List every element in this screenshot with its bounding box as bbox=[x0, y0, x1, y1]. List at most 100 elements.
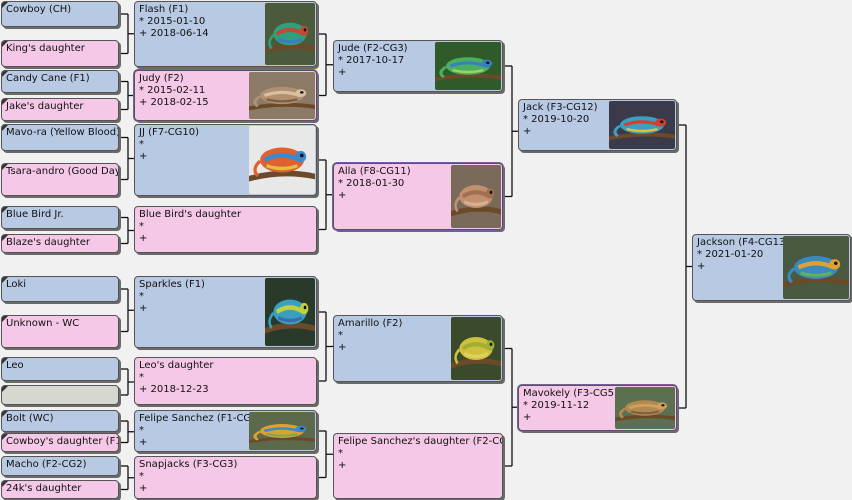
node-died: + bbox=[338, 190, 347, 201]
pedigree-node-cowboy[interactable]: Cowboy (CH) bbox=[1, 1, 119, 27]
node-name: Flash (F1) bbox=[139, 4, 189, 15]
pedigree-node-loki[interactable]: Loki bbox=[1, 276, 119, 302]
node-name: Leo's daughter bbox=[139, 360, 214, 371]
node-name: Candy Cane (F1) bbox=[6, 73, 90, 84]
pedigree-node-kings-daughter[interactable]: King's daughter bbox=[1, 40, 119, 67]
node-name: Alla (F8-CG11) bbox=[338, 166, 411, 177]
pedigree-node-flash[interactable]: Flash (F1)* 2015-01-10+ 2018-06-14 bbox=[134, 1, 317, 67]
node-born: * 2018-01-30 bbox=[338, 178, 405, 189]
pedigree-node-snapjacks[interactable]: Snapjacks (F3-CG3)*+ bbox=[134, 456, 317, 499]
node-died: + bbox=[523, 126, 532, 137]
pedigree-node-felipe-sanchez-daughter[interactable]: Felipe Sanchez's daughter (F2-CG4)*+ bbox=[333, 433, 503, 499]
node-name: 24k's daughter bbox=[6, 483, 82, 494]
chameleon-photo bbox=[451, 165, 501, 228]
node-born: * 2021-01-20 bbox=[697, 249, 764, 260]
corner-marker-icon bbox=[2, 207, 8, 213]
node-born: * bbox=[139, 221, 144, 232]
node-died: + bbox=[139, 303, 148, 314]
pedigree-node-candy-cane[interactable]: Candy Cane (F1) bbox=[1, 70, 119, 93]
corner-marker-icon bbox=[2, 2, 8, 8]
node-born: * 2019-11-12 bbox=[523, 400, 590, 411]
node-died: + 2018-06-14 bbox=[139, 28, 209, 39]
chameleon-photo bbox=[615, 387, 675, 429]
pedigree-node-amarillo[interactable]: Amarillo (F2)*+ bbox=[333, 315, 503, 382]
pedigree-node-leo[interactable]: Leo bbox=[1, 357, 119, 381]
pedigree-node-mavora[interactable]: Mavo-ra (Yellow Blood) bbox=[1, 124, 119, 151]
node-name: JJ (F7-CG10) bbox=[139, 127, 200, 138]
pedigree-node-macho[interactable]: Macho (F2-CG2) bbox=[1, 456, 119, 476]
chameleon-photo bbox=[451, 317, 501, 380]
node-name: Jackson (F4-CG13) bbox=[697, 237, 790, 248]
node-died: + bbox=[139, 151, 148, 162]
corner-marker-icon bbox=[2, 411, 8, 417]
pedigree-node-unknown-wc[interactable]: Unknown - WC bbox=[1, 315, 119, 348]
node-died: + 2018-02-15 bbox=[139, 97, 209, 108]
pedigree-node-leos-daughter[interactable]: Leo's daughter*+ 2018-12-23 bbox=[134, 357, 317, 405]
corner-marker-icon bbox=[2, 386, 8, 392]
chameleon-photo bbox=[265, 3, 315, 65]
node-died: + bbox=[338, 342, 347, 353]
corner-marker-icon bbox=[2, 164, 8, 170]
corner-marker-icon bbox=[2, 41, 8, 47]
node-born: * 2015-02-11 bbox=[139, 85, 206, 96]
pedigree-node-blue-bird-jr[interactable]: Blue Bird Jr. bbox=[1, 206, 119, 229]
node-died: + bbox=[139, 483, 148, 494]
pedigree-node-cowboys-daughter[interactable]: Cowboy's daughter (F1) bbox=[1, 433, 119, 452]
node-name: Macho (F2-CG2) bbox=[6, 459, 87, 470]
node-died: + bbox=[338, 460, 347, 471]
node-name: Loki bbox=[6, 279, 27, 290]
node-name: Cowboy's daughter (F1) bbox=[6, 436, 119, 447]
pedigree-node-blazes-daughter[interactable]: Blaze's daughter bbox=[1, 234, 119, 253]
pedigree-node-judy[interactable]: Judy (F2)* 2015-02-11+ 2018-02-15 bbox=[134, 70, 317, 121]
chameleon-photo bbox=[435, 42, 501, 90]
node-died: + bbox=[139, 437, 148, 448]
node-died: + bbox=[523, 412, 532, 423]
node-born: * bbox=[139, 372, 144, 383]
corner-marker-icon bbox=[2, 235, 8, 241]
node-born: * 2017-10-17 bbox=[338, 55, 405, 66]
corner-marker-icon bbox=[2, 316, 8, 322]
pedigree-node-jack[interactable]: Jack (F3-CG12)* 2019-10-20+ bbox=[518, 99, 677, 151]
node-name: Sparkles (F1) bbox=[139, 279, 205, 290]
pedigree-node-blue-birds-daughter[interactable]: Blue Bird's daughter*+ bbox=[134, 206, 317, 253]
node-born: * bbox=[139, 425, 144, 436]
node-died: + bbox=[697, 261, 706, 272]
node-born: * bbox=[139, 471, 144, 482]
node-name: Unknown - WC bbox=[6, 318, 80, 329]
pedigree-node-k24-daughter[interactable]: 24k's daughter bbox=[1, 480, 119, 499]
node-name: Mavokely (F3-CG5) bbox=[523, 388, 618, 399]
node-name: Felipe Sanchez's daughter (F2-CG4) bbox=[338, 436, 503, 447]
chameleon-photo bbox=[249, 126, 315, 194]
corner-marker-icon bbox=[2, 125, 8, 131]
chameleon-photo bbox=[609, 101, 675, 149]
corner-marker-icon bbox=[2, 71, 8, 77]
pedigree-node-jude[interactable]: Jude (F2-CG3)* 2017-10-17+ bbox=[333, 40, 503, 92]
pedigree-node-jakes-daughter[interactable]: Jake's daughter bbox=[1, 98, 119, 121]
chameleon-photo bbox=[249, 72, 315, 119]
node-name: Jude (F2-CG3) bbox=[338, 43, 408, 54]
pedigree-node-tsara-andro[interactable]: Tsara-andro (Good Day) bbox=[1, 163, 119, 196]
node-name: Leo bbox=[6, 360, 24, 371]
node-born: * bbox=[139, 139, 144, 150]
corner-marker-icon bbox=[2, 99, 8, 105]
pedigree-node-blank-dam[interactable] bbox=[1, 385, 119, 405]
node-born: * bbox=[338, 448, 343, 459]
pedigree-node-alla[interactable]: Alla (F8-CG11)* 2018-01-30+ bbox=[333, 163, 503, 230]
pedigree-node-sparkles[interactable]: Sparkles (F1)*+ bbox=[134, 276, 317, 348]
node-born: * bbox=[139, 291, 144, 302]
pedigree-node-bolt[interactable]: Bolt (WC) bbox=[1, 410, 119, 432]
node-name: Blaze's daughter bbox=[6, 237, 90, 248]
node-name: Jake's daughter bbox=[6, 101, 84, 112]
node-died: + bbox=[338, 67, 347, 78]
node-name: Cowboy (CH) bbox=[6, 4, 72, 15]
pedigree-node-mavokely[interactable]: Mavokely (F3-CG5)* 2019-11-12+ bbox=[518, 385, 677, 431]
corner-marker-icon bbox=[2, 358, 8, 364]
pedigree-node-jackson[interactable]: Jackson (F4-CG13)* 2021-01-20+ bbox=[692, 234, 851, 301]
pedigree-node-felipe-sanchez[interactable]: Felipe Sanchez (F1-CG2)*+ bbox=[134, 410, 317, 452]
node-name: Snapjacks (F3-CG3) bbox=[139, 459, 238, 470]
pedigree-node-jj[interactable]: JJ (F7-CG10)*+ bbox=[134, 124, 317, 196]
node-name: Judy (F2) bbox=[139, 73, 184, 84]
node-born: * 2015-01-10 bbox=[139, 16, 206, 27]
